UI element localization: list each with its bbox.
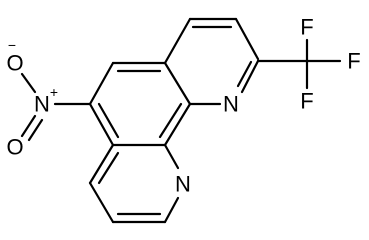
bond <box>163 143 180 170</box>
bond-double-inner <box>97 151 120 185</box>
nitro-oxygen-top: O <box>6 51 23 76</box>
bond <box>20 114 37 138</box>
bond <box>88 61 115 106</box>
bond-double-inner <box>158 102 183 139</box>
bond <box>240 59 260 94</box>
bond-double-inner <box>97 102 120 139</box>
bond <box>163 196 180 224</box>
bond <box>234 17 260 61</box>
fluorine-bottom: F <box>300 89 313 114</box>
fluorine-top: F <box>300 15 313 40</box>
bond <box>88 102 115 147</box>
nitro-nitrogen-charge: + <box>50 84 58 100</box>
bond <box>88 143 115 185</box>
nitrogen-ring-upper: N <box>223 92 239 117</box>
bonds <box>20 17 342 224</box>
atom-labels: N N F F F N + O − O <box>6 15 360 197</box>
fluorine-right: F <box>347 49 360 74</box>
bond <box>163 17 192 65</box>
bond <box>20 72 37 94</box>
nitrogen-ring-lower: N <box>175 172 191 197</box>
nitro-nitrogen: N <box>34 92 50 117</box>
nitro-oxygen-charge: − <box>8 37 16 53</box>
bond-double-inner <box>27 118 44 142</box>
bond <box>163 102 192 147</box>
bond-double-inner <box>236 60 253 88</box>
nitro-oxygen-bottom: O <box>6 135 23 160</box>
bond <box>163 61 192 106</box>
bond <box>88 181 115 224</box>
